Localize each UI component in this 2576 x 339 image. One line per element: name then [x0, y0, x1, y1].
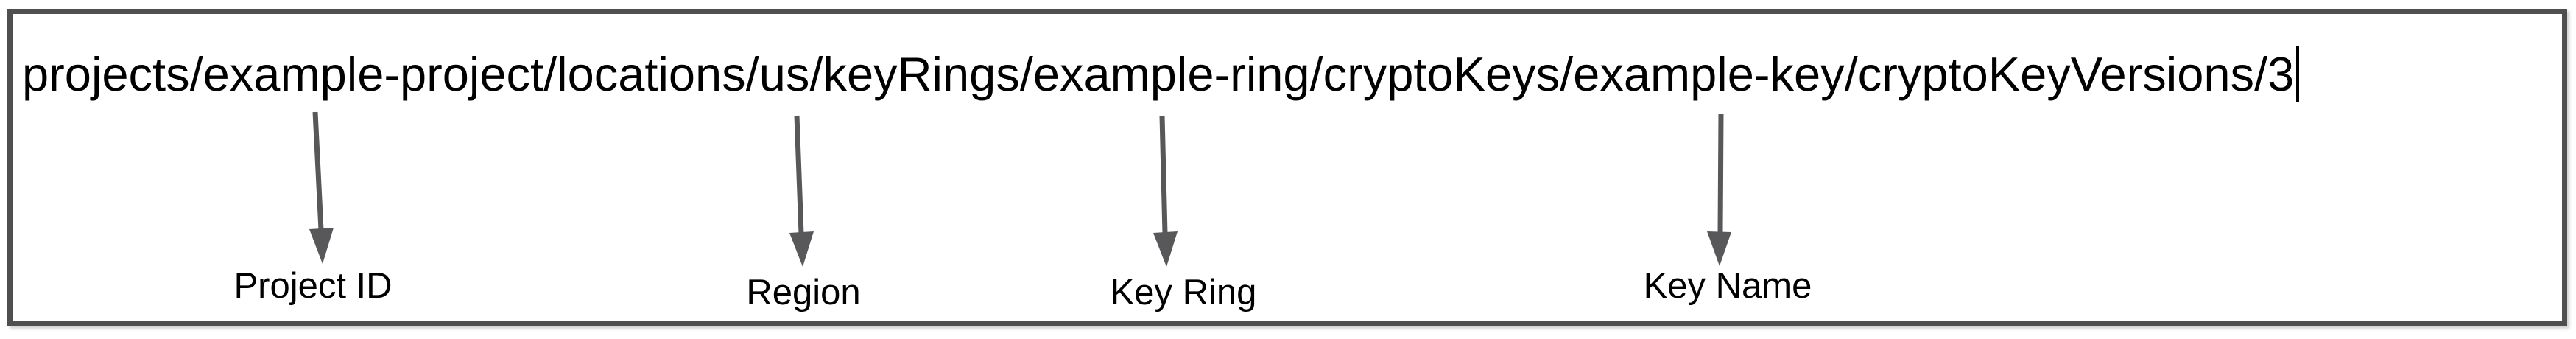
annotation-label-key-name: Key Name: [1643, 266, 1812, 306]
resource-path-text: projects/example-project/locations/us/ke…: [22, 47, 2295, 101]
resource-path-input[interactable]: projects/example-project/locations/us/ke…: [22, 46, 2300, 102]
text-caret: [2296, 46, 2300, 102]
annotation-label-key-ring: Key Ring: [1110, 273, 1257, 312]
annotation-label-region: Region: [746, 273, 861, 312]
annotation-label-project-id: Project ID: [233, 266, 393, 306]
figure-frame: [7, 9, 2567, 326]
